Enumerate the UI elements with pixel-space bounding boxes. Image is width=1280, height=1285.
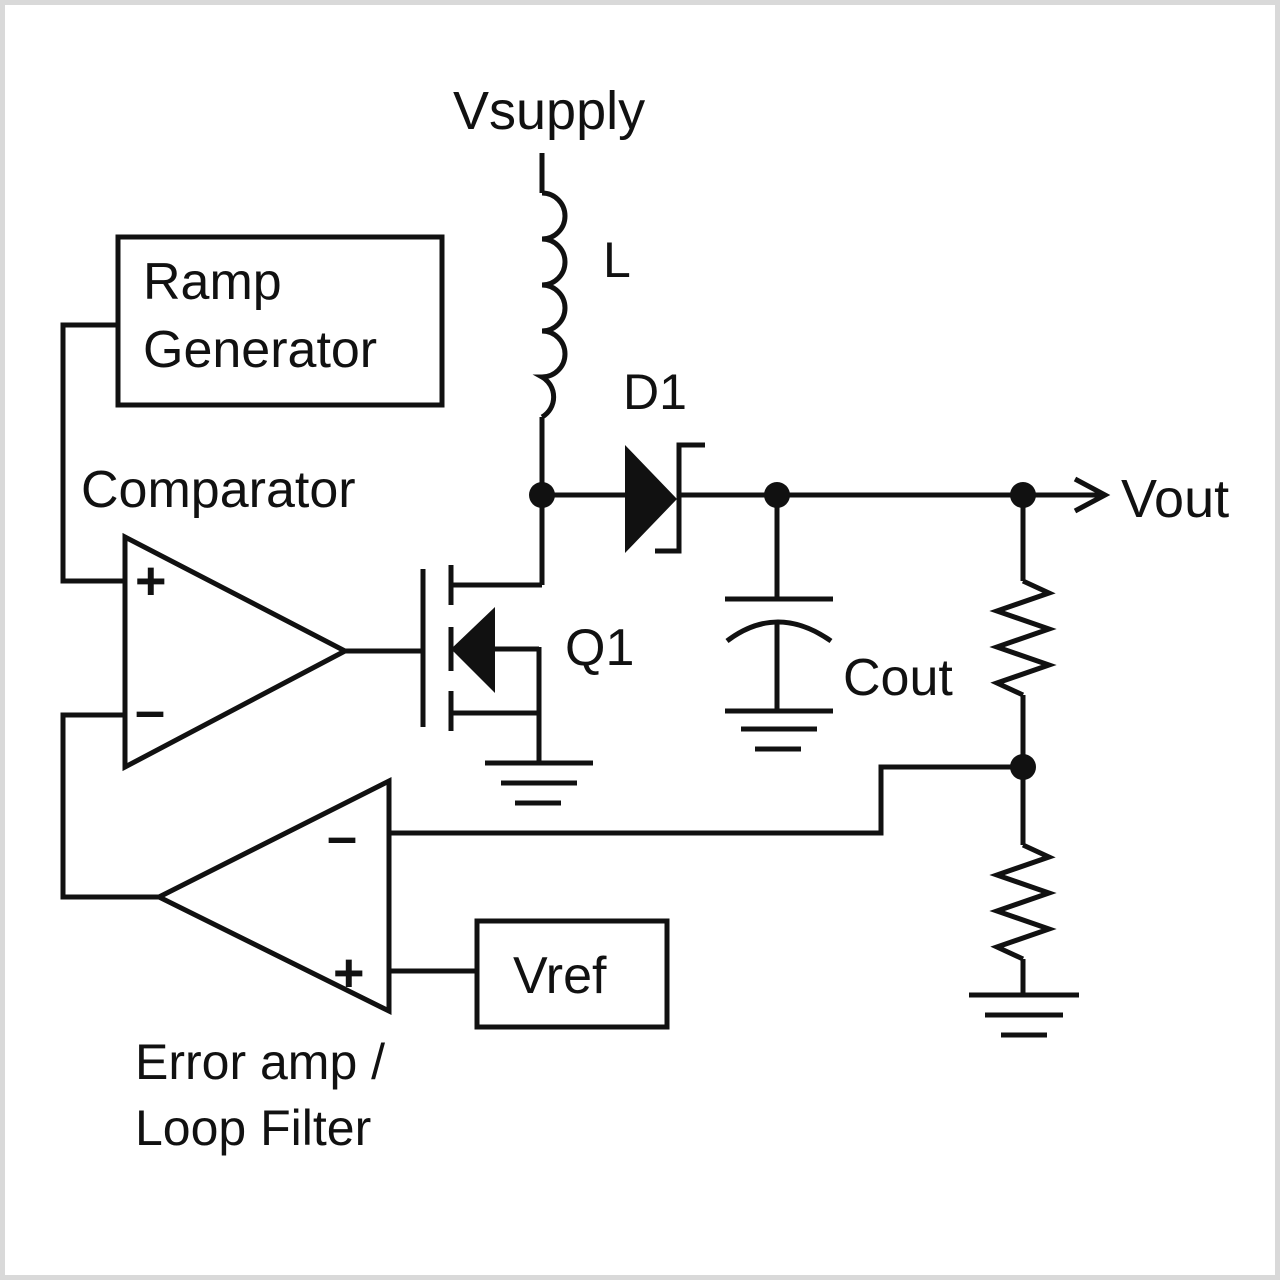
ramp-generator-box	[115, 234, 445, 408]
error-amp-label-line2: Loop Filter	[135, 1100, 371, 1156]
error-amp-minus: –	[327, 807, 357, 867]
ramp-to-comparator-wire	[60, 322, 125, 584]
vref-label: Vref	[513, 947, 607, 1005]
divider-bottom-resistor	[989, 842, 1057, 962]
ramp-label-line1: Ramp	[143, 253, 282, 311]
comparator-minus: –	[135, 681, 165, 741]
diode-triangle	[625, 445, 677, 553]
vout-label: Vout	[1121, 469, 1229, 529]
vref-box	[474, 918, 670, 1030]
ramp-label-line2: Generator	[143, 321, 377, 379]
error-amp-label-line1: Error amp /	[135, 1034, 385, 1090]
comparator-triangle	[122, 532, 351, 772]
vout-arrow	[1073, 476, 1111, 514]
diode-label: D1	[623, 364, 687, 420]
error-amp-plus: +	[333, 943, 365, 1003]
cap-plate-curved	[725, 619, 833, 644]
transistor-label: Q1	[565, 619, 634, 677]
error-amp-triangle	[153, 776, 392, 1016]
diode-cathode-bar	[655, 442, 705, 554]
comparator-plus: +	[135, 551, 167, 611]
divider-top-resistor	[989, 578, 1057, 698]
mosfet-arrow	[451, 607, 495, 693]
inductor-coil	[532, 190, 568, 420]
capacitor-label: Cout	[843, 649, 953, 707]
vsupply-label: Vsupply	[453, 81, 645, 141]
inductor-label: L	[603, 232, 631, 288]
error-to-comparator-wire	[60, 712, 159, 900]
feedback-wire	[391, 764, 1023, 836]
comparator-label: Comparator	[81, 461, 356, 519]
boost-converter-schematic: Vsupply L D1 Vout Cout Q1	[60, 81, 1229, 1156]
